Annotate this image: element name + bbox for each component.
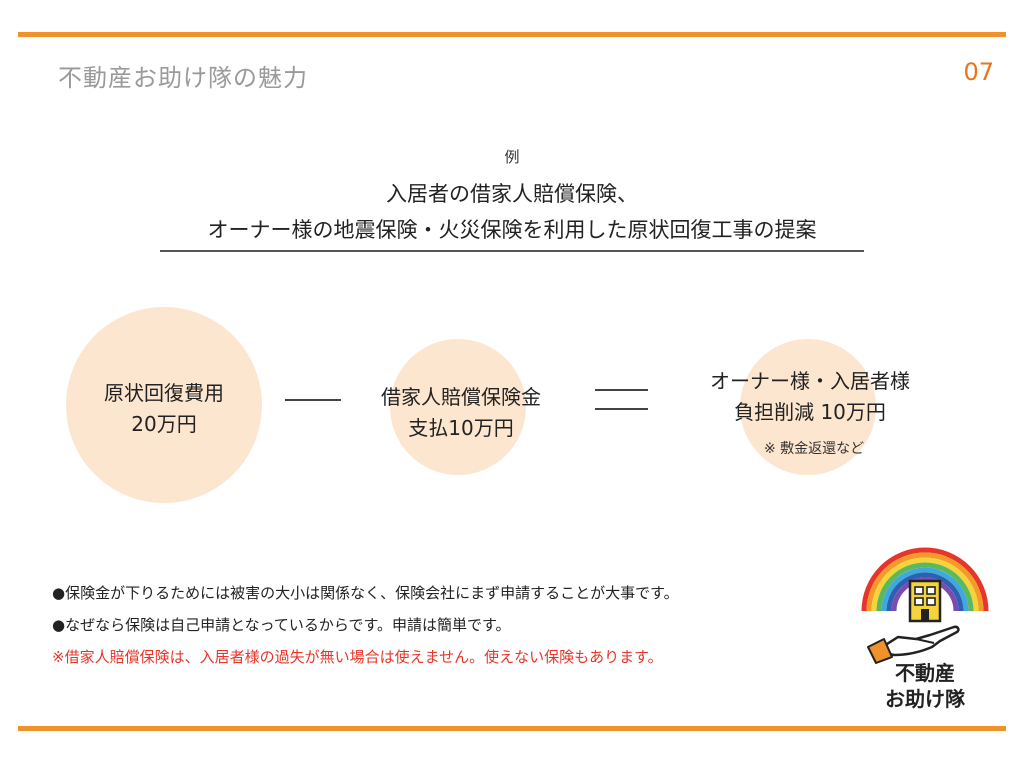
headline-line-1: 入居者の借家人賠償保険、 [386, 182, 638, 206]
note-bullet-1: ●保険金が下りるためには被害の大小は関係なく、保険会社にまず申請することが大事で… [52, 584, 679, 602]
page-title: 不動産お助け隊の魅力 [58, 64, 308, 92]
top-rule [18, 32, 1006, 37]
building-icon [908, 579, 942, 623]
cost-reduction-amount: 負担削減 10万円 [734, 400, 886, 424]
rainbow-icon [861, 547, 989, 612]
restoration-cost-amount: 20万円 [131, 412, 197, 436]
warning-note: ※借家人賠償保険は、入居者様の過失が無い場合は使えません。使えない保険もあります… [52, 648, 663, 666]
cost-reduction-label: オーナー様・入居者様 [710, 369, 910, 393]
note-bullet-2: ●なぜなら保険は自己申請となっているからです。申請は簡単です。 [52, 616, 511, 634]
insurance-payout-text: 借家人賠償保険金 支払10万円 [338, 382, 584, 444]
deposit-return-note: ※ 敷金返還など [764, 441, 865, 457]
company-logo [861, 547, 989, 664]
minus-sign [285, 399, 341, 401]
restoration-cost-circle [66, 307, 262, 503]
logo-text-line-1: 不動産 [895, 661, 955, 685]
logo-text-line-2: お助け隊 [885, 687, 965, 711]
bottom-rule [18, 726, 1006, 731]
example-label: 例 [504, 148, 520, 166]
insurance-payout-amount: 支払10万円 [408, 416, 514, 440]
restoration-cost-label: 原状回復費用 [104, 381, 224, 405]
hand-icon [867, 625, 960, 664]
insurance-payout-circle [390, 339, 526, 475]
restoration-cost-text: 原状回復費用 20万円 [66, 378, 262, 440]
cost-reduction-text: オーナー様・入居者様 負担削減 10万円 [660, 366, 960, 428]
cost-reduction-circle [740, 339, 876, 475]
equals-sign-bottom [595, 408, 648, 410]
headline-line-2: オーナー様の地震保険・火災保険を利用した原状回復工事の提案 [207, 218, 817, 242]
equals-sign-top [595, 389, 648, 391]
headline-underline [160, 250, 864, 252]
insurance-payout-label: 借家人賠償保険金 [381, 385, 541, 409]
page-number: 07 [963, 58, 994, 86]
